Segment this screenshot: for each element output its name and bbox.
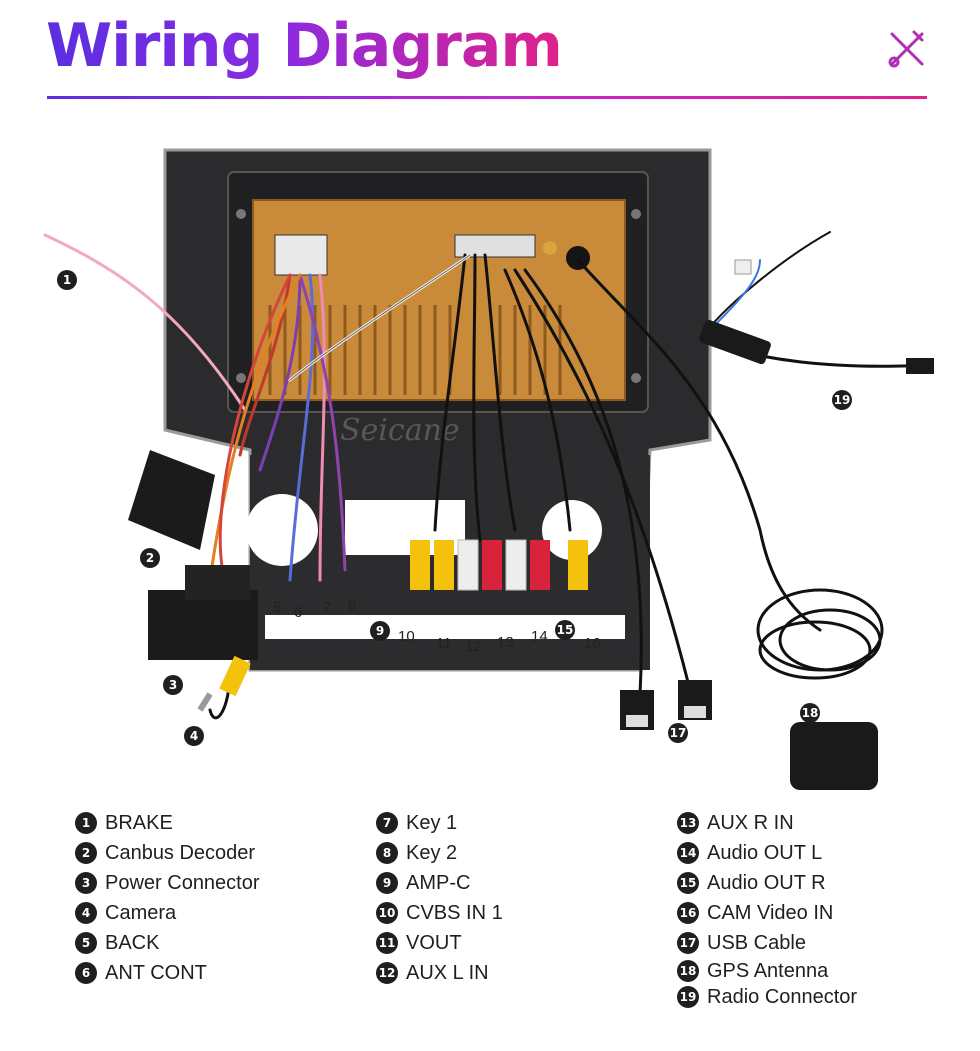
callout-17: 17 [668,723,688,743]
watermark: Seicane [340,413,460,448]
legend-label: Radio Connector [707,985,858,1008]
legend-badge: 13 [677,812,699,834]
aux-connector [454,234,536,258]
legend-item: 1 BRAKE [75,808,260,838]
legend-label: CVBS IN 1 [406,901,503,924]
callout-6: 6 [294,604,303,621]
legend-item: 8 Key 2 [376,838,503,868]
legend-badge: 18 [677,960,699,982]
canbus-decoder [128,450,215,550]
chassis-vents [268,305,562,395]
callout-14: 14 [531,628,548,645]
legend-label: Power Connector [105,871,260,894]
legend-item: 9 AMP-C [376,868,503,898]
callout-13: 13 [497,634,514,651]
legend-label: BRAKE [105,811,173,834]
legend-label: Audio OUT L [707,841,823,864]
legend-item: 13 AUX R IN [677,808,857,838]
legend-item: 10 CVBS IN 1 [376,898,503,928]
legend-label: AMP-C [406,871,471,894]
callout-5: 5 [273,599,282,616]
callout-3: 3 [163,675,183,695]
legend-badge: 15 [677,872,699,894]
legend-item: 4 Camera [75,898,260,928]
callout-11: 11 [436,635,452,652]
legend-label: CAM Video IN [707,901,834,924]
legend-label: USB Cable [707,931,806,954]
legend-badge: 5 [75,932,97,954]
power-connector [148,590,258,660]
legend-badge: 17 [677,932,699,954]
legend-label: AUX L IN [406,961,489,984]
legend-badge: 1 [75,812,97,834]
callout-7: 7 [323,599,332,616]
callout-18: 18 [800,703,820,723]
legend-label: ANT CONT [105,961,207,984]
legend-badge: 10 [376,902,398,924]
legend-item: 17 USB Cable [677,928,857,958]
legend-label: GPS Antenna [707,959,829,982]
callout-16: 16 [584,635,601,652]
legend-badge: 11 [376,932,398,954]
page-title: Wiring Diagram [46,6,563,86]
legend-badge: 19 [677,986,699,1008]
callout-9: 9 [370,621,390,641]
legend-label: Key 2 [406,841,458,864]
legend-badge: 3 [75,872,97,894]
callout-19: 19 [832,390,852,410]
main-connector [274,234,328,276]
legend-label: Camera [105,901,177,924]
legend-label: AUX R IN [707,811,794,834]
radio-connector-plug [699,319,771,365]
legend-item: 2 Canbus Decoder [75,838,260,868]
legend-badge: 4 [75,902,97,924]
legend-label: Audio OUT R [707,871,826,894]
legend-label: Key 1 [406,811,458,834]
wiring-diagram: Seicane [43,148,934,790]
legend-item: 19 Radio Connector [677,984,857,1010]
legend-badge: 2 [75,842,97,864]
legend-label: VOUT [406,931,462,954]
legend-badge: 6 [75,962,97,984]
legend-item: 3 Power Connector [75,868,260,898]
legend-item: 15 Audio OUT R [677,868,857,898]
legend-badge: 16 [677,902,699,924]
legend-item: 7 Key 1 [376,808,503,838]
legend-item: 6 ANT CONT [75,958,260,988]
legend-badge: 9 [376,872,398,894]
legend-item: 11 VOUT [376,928,503,958]
callout-10: 10 [398,628,415,645]
callout-12: 12 [465,638,482,655]
legend-label: Canbus Decoder [105,841,256,864]
callout-8: 8 [348,597,357,614]
rca-plugs [410,539,588,591]
callout-15: 15 [555,620,575,640]
legend-badge: 14 [677,842,699,864]
legend-column-3: 13 AUX R IN 14 Audio OUT L 15 Audio OUT R 1… [677,808,857,1010]
legend-item: 12 AUX L IN [376,958,503,988]
callout-2: 2 [140,548,160,568]
gps-antenna [756,588,884,790]
callout-4: 4 [184,726,204,746]
legend-badge: 7 [376,812,398,834]
legend-item: 14 Audio OUT L [677,838,857,868]
legend-badge: 12 [376,962,398,984]
legend-label: BACK [105,931,160,954]
radio-antenna-port [566,246,590,270]
legend-badge: 8 [376,842,398,864]
legend-item: 16 CAM Video IN [677,898,857,928]
legend-item: 5 BACK [75,928,260,958]
tools-icon [888,30,924,68]
title-underline [47,96,927,99]
callout-1: 1 [57,270,77,290]
legend-item: 18 GPS Antenna [677,958,857,984]
